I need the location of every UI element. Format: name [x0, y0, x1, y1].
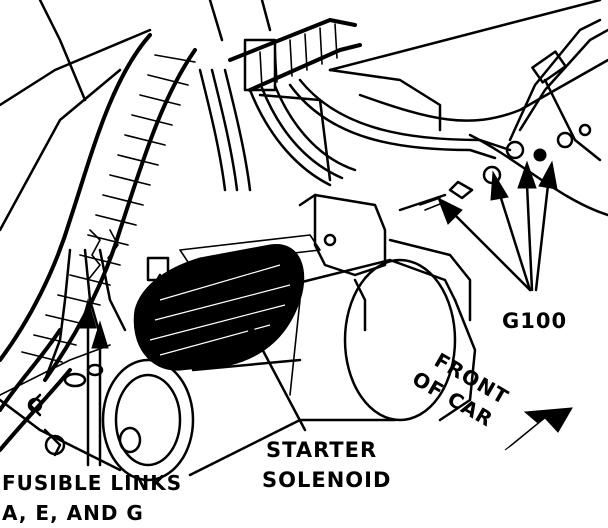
label-starter-line1: STARTER [266, 438, 377, 462]
arrow-g100-3 [517, 160, 537, 189]
arrow-fusible-right [91, 320, 109, 349]
label-front-of-car: FRONT OF CAR [408, 348, 513, 432]
starter-drive-housing [101, 358, 302, 482]
starter-solenoid [133, 244, 305, 371]
starter-motor [288, 238, 477, 422]
label-fusible-line1: FUSIBLE LINKS [2, 471, 182, 495]
body-panels [0, 0, 608, 472]
label-g100: G100 [502, 309, 567, 333]
label-fusible-line2: A, E, AND G [2, 501, 144, 525]
ground-cables [398, 18, 608, 212]
solenoid-bracket [298, 193, 387, 277]
arrow-g100-2 [490, 170, 509, 201]
arrow-g100-4 [538, 160, 558, 190]
arrow-starter-solenoid [247, 320, 267, 353]
wiring-harness-conduit [0, 33, 197, 452]
upper-harness [198, 18, 512, 192]
arrow-g100-1 [437, 196, 463, 225]
fusible-link-wires [27, 229, 127, 457]
callout-arrows [79, 160, 573, 467]
label-starter-line2: SOLENOID [262, 468, 391, 492]
arrow-front-of-car [504, 407, 573, 451]
arrow-fusible-left [79, 298, 97, 329]
